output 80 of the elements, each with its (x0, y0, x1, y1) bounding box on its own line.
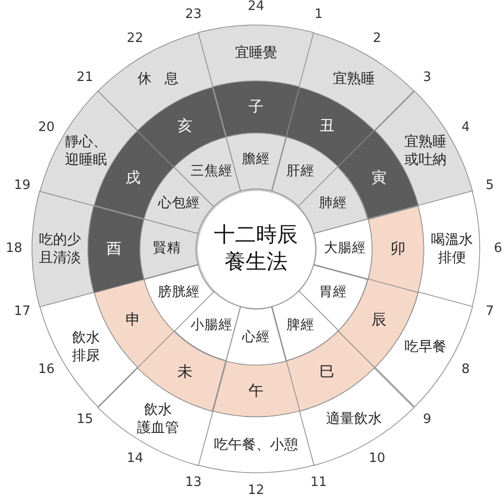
hour-number: 22 (126, 32, 144, 47)
hour-number: 6 (494, 242, 502, 256)
meridian-label: 肝經 (286, 163, 314, 181)
branch-character: 子 (248, 97, 264, 117)
advice-text: 休息 (138, 70, 191, 88)
advice-text: 宜熟睡或吐納 (404, 132, 448, 170)
hour-number: 2 (372, 32, 382, 47)
advice-text: 宜熟睡 (332, 70, 375, 88)
hour-number: 21 (76, 70, 94, 86)
branch-character: 寅 (371, 168, 386, 188)
branch-character: 卯 (390, 239, 406, 259)
hour-number: 15 (76, 412, 94, 428)
advice-text: 飲水排尿 (71, 328, 102, 366)
advice-text: 飲水護血管 (136, 400, 179, 437)
branch-character: 亥 (177, 116, 192, 136)
meridian-segment (172, 136, 242, 208)
advice-segment (197, 410, 315, 474)
advice-segment (417, 190, 481, 308)
meridian-label: 肺經 (319, 196, 348, 214)
hour-number: 23 (185, 8, 202, 22)
branch-character: 辰 (371, 310, 386, 330)
hour-number: 24 (248, 0, 264, 14)
hour-number: 11 (310, 476, 327, 490)
hour-number: 13 (185, 476, 202, 490)
branch-character: 丑 (319, 116, 334, 136)
meridian-label: 大腸經 (324, 240, 366, 258)
meridian-segment (139, 218, 200, 280)
hour-number: 19 (14, 179, 30, 194)
meridian-segment (312, 218, 373, 280)
advice-segment (31, 190, 95, 308)
meridian-label: 賢精 (153, 240, 181, 258)
advice-text: 喝溫水排便 (430, 230, 474, 268)
branch-character: 未 (177, 362, 192, 382)
hour-number: 5 (486, 179, 494, 194)
hour-number: 17 (14, 304, 30, 319)
meridian-label: 三焦經 (190, 163, 232, 181)
branch-segment (212, 80, 300, 138)
advice-segment (298, 32, 416, 132)
hour-number: 12 (248, 484, 264, 498)
branch-character: 午 (248, 381, 264, 401)
hour-number: 4 (461, 120, 470, 136)
meridian-label: 小腸經 (190, 317, 232, 335)
advice-text: 吃午餐、小憩 (214, 436, 298, 454)
hour-number: 8 (461, 362, 470, 378)
hour-number: 10 (368, 451, 386, 466)
branch-segment (367, 204, 425, 294)
meridian-label: 膽經 (242, 151, 270, 169)
meridian-label: 膀胱經 (158, 284, 200, 302)
hour-number: 9 (422, 412, 432, 428)
advice-text: 宜睡覺 (234, 44, 277, 62)
hour-number: 7 (486, 304, 494, 319)
center-title: 十二時辰養生法 (213, 222, 299, 276)
meridian-label: 心經 (242, 329, 270, 347)
meridian-label: 胃經 (319, 284, 348, 302)
advice-segment (38, 291, 138, 408)
hour-number: 18 (6, 242, 22, 256)
advice-segment (38, 90, 138, 206)
advice-segment (96, 32, 214, 132)
hour-number: 3 (422, 70, 432, 86)
hour-number: 1 (314, 8, 323, 22)
hour-number: 14 (126, 451, 144, 466)
advice-segment (298, 366, 416, 466)
advice-segment (197, 24, 315, 88)
branch-character: 巳 (319, 362, 334, 382)
branch-character: 申 (126, 310, 141, 330)
meridian-label: 心包經 (158, 196, 200, 214)
branch-segment (87, 204, 145, 294)
advice-text: 吃早餐 (404, 338, 447, 356)
advice-segment (374, 291, 474, 408)
advice-text: 靜心、迎睡眠 (64, 132, 108, 170)
branch-character: 戌 (126, 168, 141, 188)
hour-number: 16 (38, 362, 55, 378)
meridian-label: 脾經 (286, 317, 314, 335)
hour-number: 20 (38, 120, 55, 136)
branch-segment (212, 360, 300, 418)
branch-segment (285, 330, 376, 412)
advice-segment (374, 90, 474, 206)
advice-text: 吃的少且清淡 (38, 230, 82, 268)
branch-character: 酉 (106, 239, 122, 259)
advice-text: 適量飲水 (326, 410, 382, 428)
